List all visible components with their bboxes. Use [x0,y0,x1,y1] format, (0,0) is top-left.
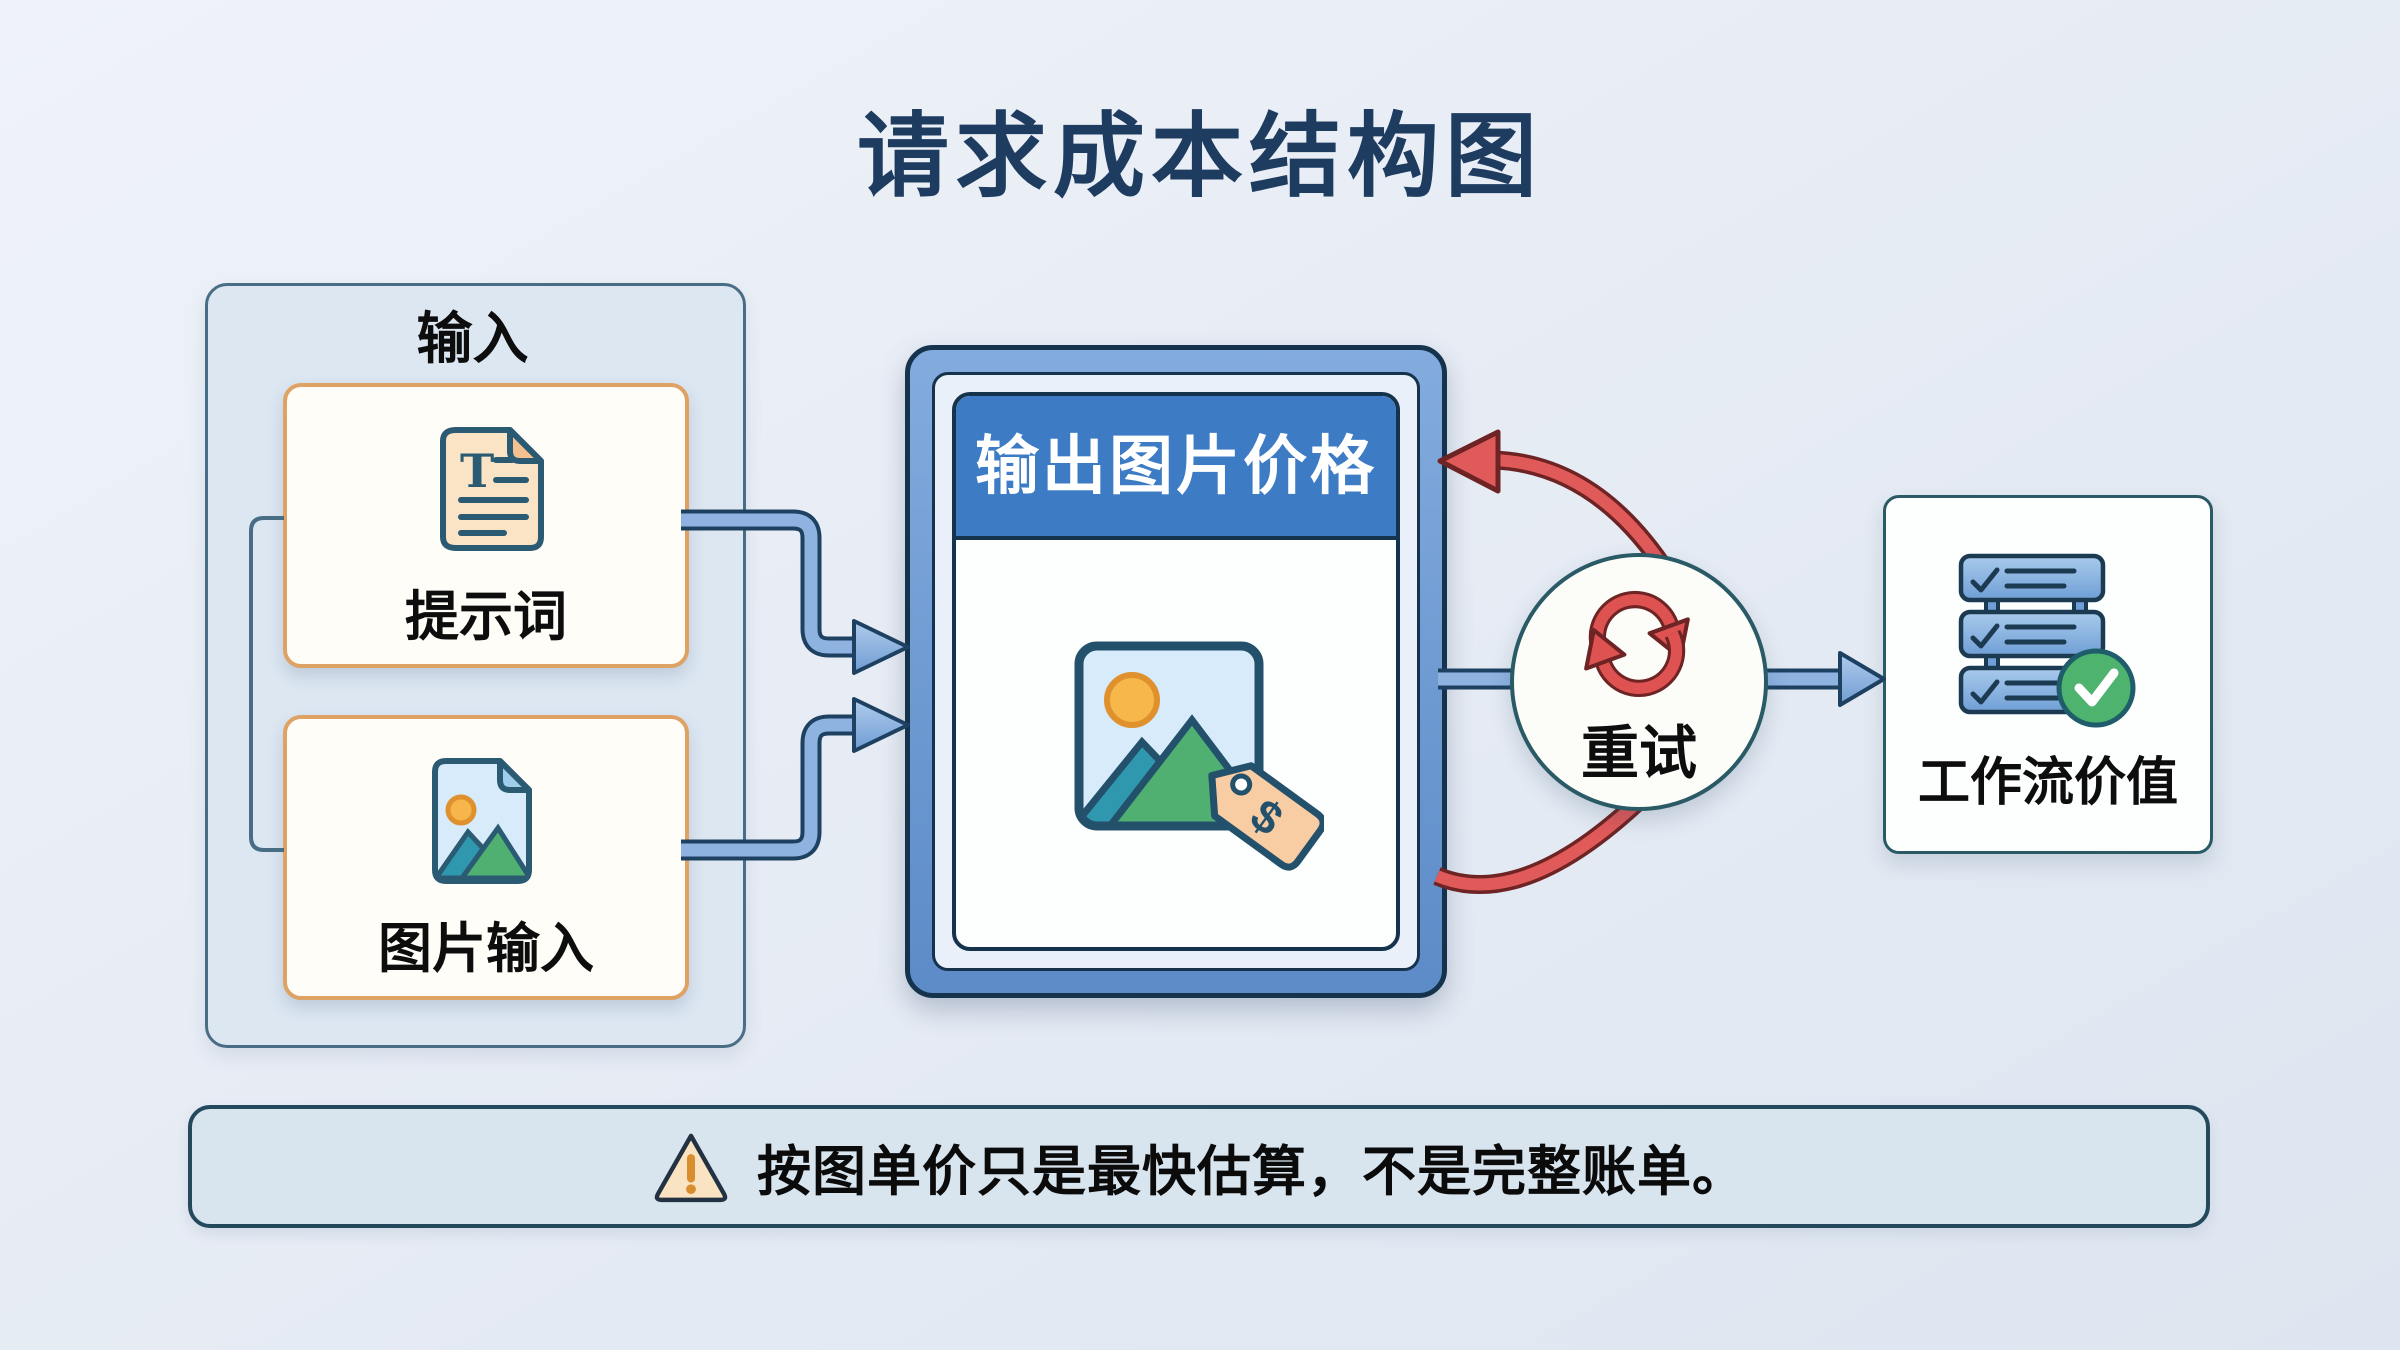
note-bar: 按图单价只是最快估算，不是完整账单。 [188,1105,2210,1228]
priced-image-icon: $ [1074,641,1324,871]
output-price-box: 输出图片价格 $ [905,345,1447,998]
retry-label: 重试 [1580,721,1697,786]
note-text: 按图单价只是最快估算，不是完整账单。 [757,1142,1747,1202]
prompt-card: T 提示词 [283,383,689,668]
success-check-icon [2056,648,2136,728]
workflow-value-label: 工作流价值 [1917,754,2178,812]
prompt-card-label: 提示词 [405,587,567,647]
image-file-icon [432,758,532,884]
warning-triangle-icon [654,1133,728,1202]
retry-node: 重试 [1510,553,1768,811]
input-panel-label: 输入 [416,307,529,370]
checklist-row [1958,553,2106,603]
image-input-card-label: 图片输入 [378,919,594,979]
output-box-card: 输出图片价格 $ [952,392,1400,951]
price-tag-icon: $ [1208,762,1324,871]
image-input-card: 图片输入 [283,715,689,1000]
workflow-value-card: 工作流价值 [1883,495,2213,854]
refresh-cycle-icon [1584,590,1690,697]
page-title: 请求成本结构图 [856,106,1543,208]
letter-t-glyph: T [460,444,494,498]
output-box-inner-frame: 输出图片价格 $ [932,372,1420,971]
output-box-header: 输出图片价格 [956,396,1396,540]
retry-to-result-arrow [1757,651,1886,707]
text-document-icon: T [440,427,544,551]
retry-feed-arc [1433,789,1651,894]
checklist-icon [1958,553,2136,728]
checklist-row [1958,609,2106,659]
